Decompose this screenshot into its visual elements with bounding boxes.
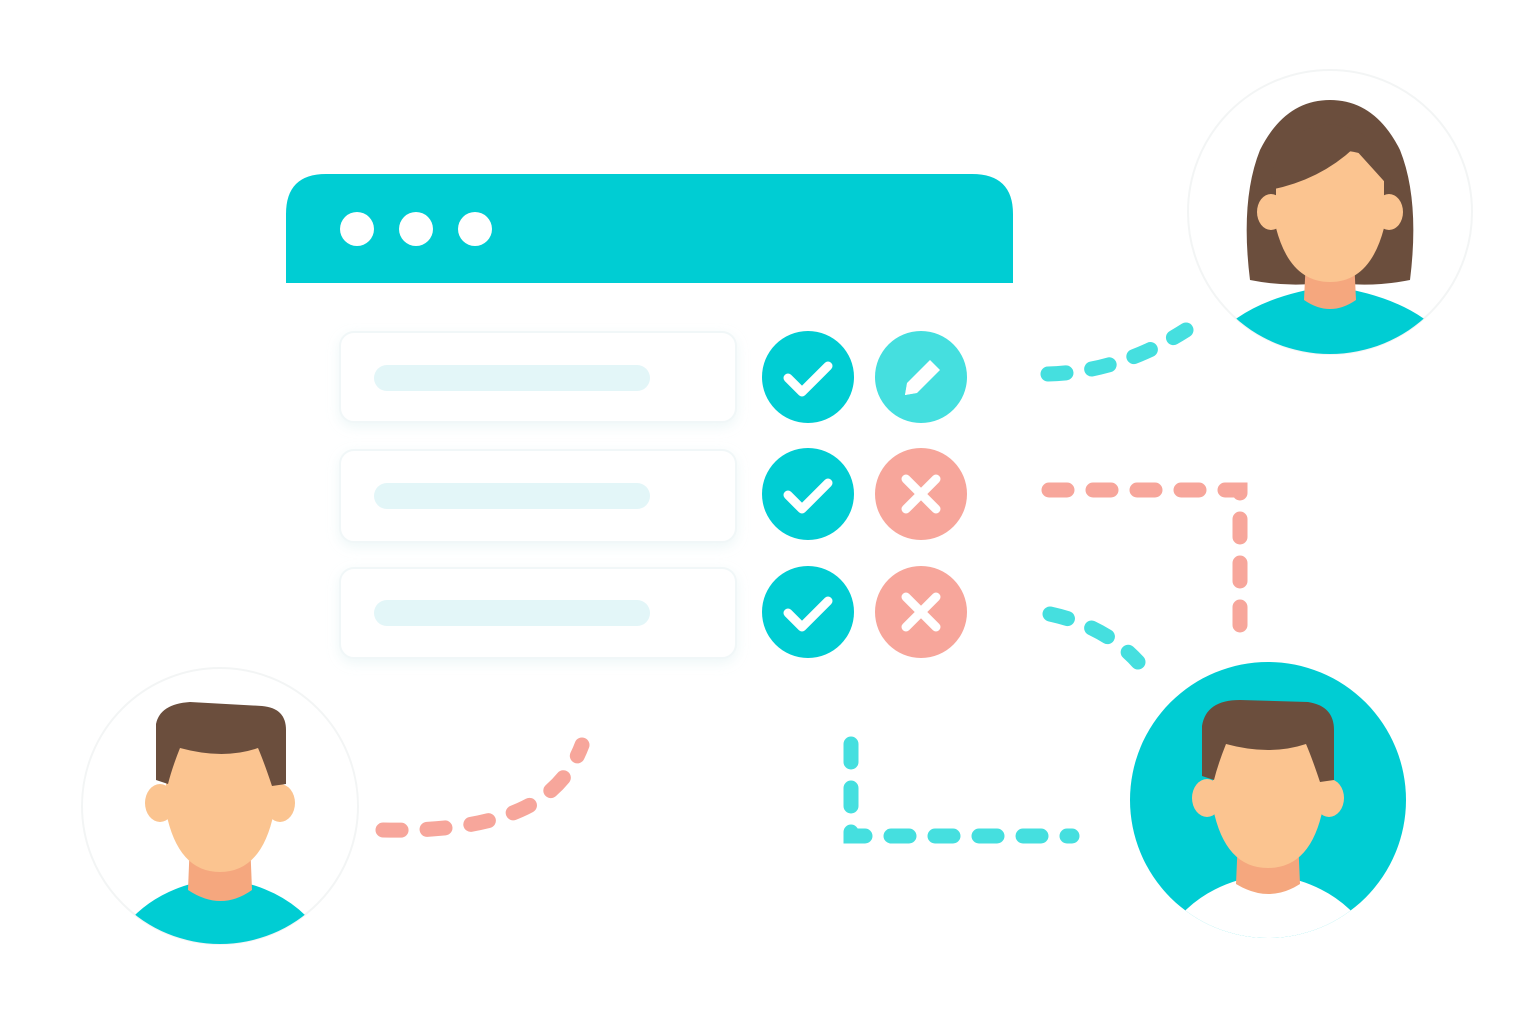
check-icon — [783, 596, 833, 632]
hair — [156, 702, 286, 786]
approve-button[interactable] — [762, 566, 854, 658]
woman-avatar[interactable] — [1187, 69, 1473, 360]
pencil-icon — [905, 360, 940, 395]
man-avatar-left[interactable] — [81, 667, 359, 950]
list-item[interactable] — [339, 449, 737, 543]
browser-window — [286, 174, 1013, 283]
face — [166, 735, 274, 872]
hair-fringe — [1270, 124, 1392, 190]
reject-button[interactable] — [875, 566, 967, 658]
man-avatar-right[interactable] — [1130, 662, 1406, 950]
row-actions — [762, 331, 967, 658]
face — [1213, 730, 1323, 868]
row-placeholder-bar — [374, 483, 650, 509]
approve-button[interactable] — [762, 331, 854, 423]
list-item[interactable] — [339, 567, 737, 659]
approve-button[interactable] — [762, 448, 854, 540]
x-icon — [901, 474, 941, 514]
list-item[interactable] — [339, 331, 737, 423]
connectors — [375, 322, 1248, 844]
list-rows — [339, 331, 737, 659]
face — [1276, 150, 1384, 282]
row-placeholder-bar — [374, 365, 650, 391]
dot-icon[interactable] — [340, 212, 374, 246]
window-title-bar — [286, 174, 1013, 283]
dot-icon[interactable] — [458, 212, 492, 246]
row-placeholder-bar — [374, 600, 650, 626]
coral-dashed-connector — [375, 737, 590, 838]
hair — [1202, 700, 1334, 782]
dot-icon[interactable] — [399, 212, 433, 246]
check-icon — [783, 361, 833, 397]
coral-dashed-connector — [1041, 482, 1248, 636]
teal-dashed-connector — [843, 736, 1080, 844]
shirt — [110, 878, 330, 944]
reject-button[interactable] — [875, 448, 967, 540]
check-icon — [783, 478, 833, 514]
teal-dashed-connector — [1042, 606, 1146, 670]
edit-button[interactable] — [875, 331, 967, 423]
teal-dashed-connector — [1040, 322, 1194, 382]
x-icon — [901, 592, 941, 632]
